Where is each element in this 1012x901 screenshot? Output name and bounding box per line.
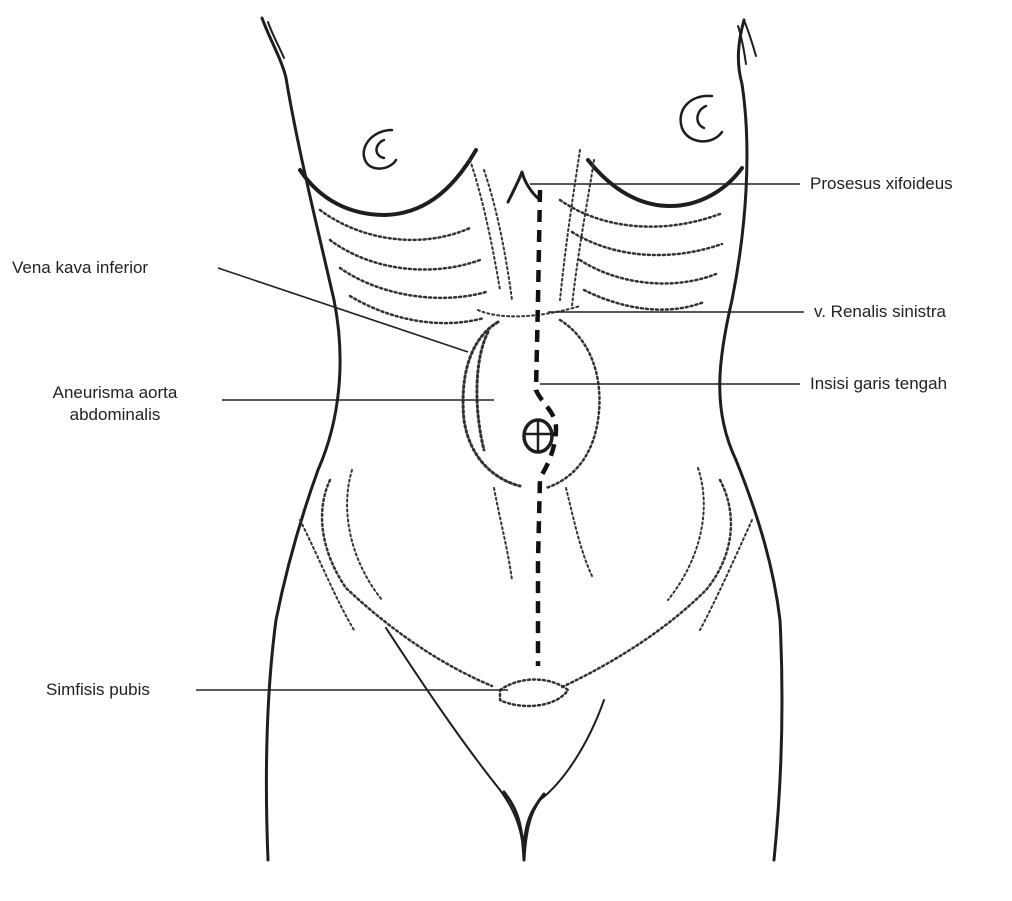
groin-line-right	[524, 700, 604, 840]
left-breast-contour	[300, 150, 476, 215]
umbilicus	[524, 420, 552, 452]
label-vena-kava-inferior: Vena kava inferior	[12, 257, 148, 279]
torso-outline-right	[720, 20, 782, 860]
aneurysm-outline	[463, 306, 599, 580]
left-nipple	[364, 130, 396, 169]
label-aneurisma-line2: abdominalis	[20, 404, 210, 426]
rib-cage-right	[560, 150, 722, 310]
pelvis-right	[560, 468, 752, 688]
torso-outline-left	[262, 18, 340, 860]
label-v-renalis-sinistra: v. Renalis sinistra	[814, 301, 946, 323]
right-nipple	[681, 96, 722, 142]
left-arm-edge	[262, 18, 284, 58]
label-aneurisma-aorta: Aneurisma aorta abdominalis	[20, 382, 210, 426]
leader-vena-kava	[218, 268, 468, 352]
right-breast-contour	[588, 160, 742, 206]
label-simfisis-pubis: Simfisis pubis	[46, 679, 150, 701]
leader-lines	[196, 184, 804, 690]
pelvis-left	[300, 470, 492, 686]
label-prosesus-xifoideus: Prosesus xifoideus	[810, 173, 953, 195]
groin-notch	[504, 792, 544, 860]
label-aneurisma-line1: Aneurisma aorta	[20, 382, 210, 404]
xiphoid-process	[508, 172, 540, 202]
groin-line-left	[386, 628, 522, 840]
label-insisi-garis-tengah: Insisi garis tengah	[810, 373, 947, 395]
pubic-symphysis	[500, 680, 568, 706]
rib-cage-left	[320, 160, 512, 323]
